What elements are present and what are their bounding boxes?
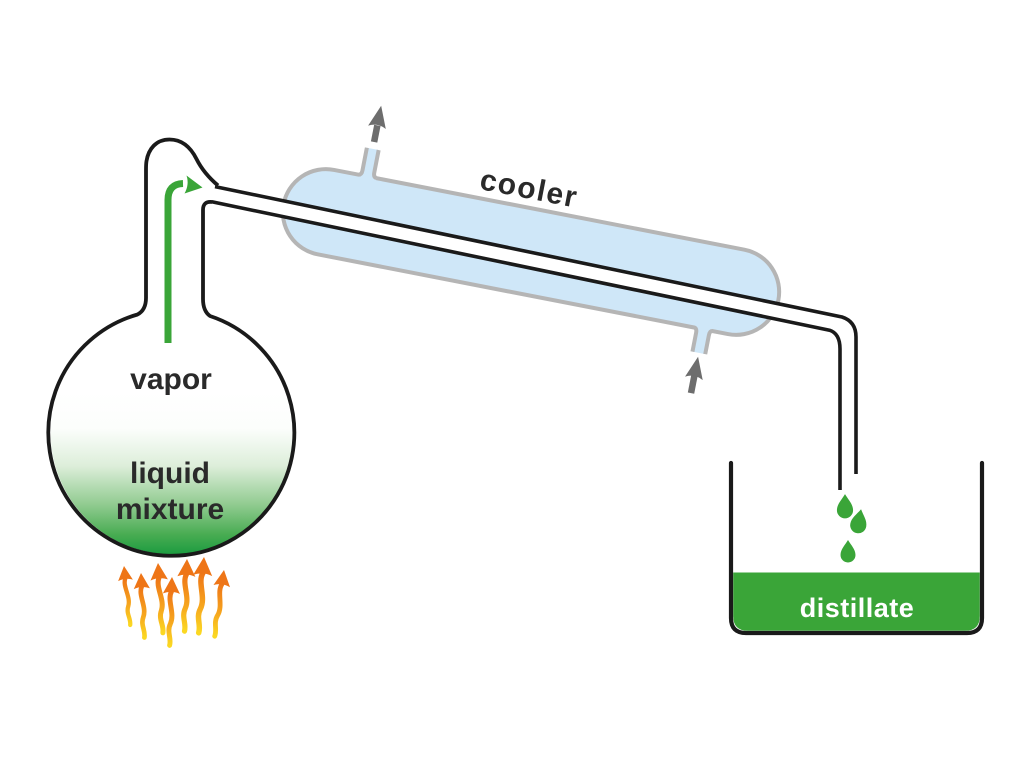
distillate-label: distillate [800, 593, 915, 623]
flask-outline [46, 137, 297, 558]
distillate-droplets-icon [836, 494, 870, 563]
collection-beaker: distillate [728, 460, 985, 636]
distillation-tube [211, 184, 858, 491]
tube-lower-wall [211, 200, 842, 490]
cooler-condenser: cooler [280, 105, 782, 394]
coolant-inlet-arrow-icon [685, 356, 703, 394]
liquid-mixture-label-line1: liquid [130, 457, 210, 490]
distillate-fill [733, 572, 980, 631]
liquid-mixture-label-line2: mixture [116, 493, 224, 526]
tube-upper-wall [214, 184, 858, 474]
vapor-label: vapor [130, 363, 212, 396]
coolant-outlet-arrow-icon [368, 105, 386, 143]
vapor-flow-arrow-icon [164, 175, 203, 343]
heat-flames-icon [117, 556, 233, 645]
beaker-outline [728, 460, 985, 636]
